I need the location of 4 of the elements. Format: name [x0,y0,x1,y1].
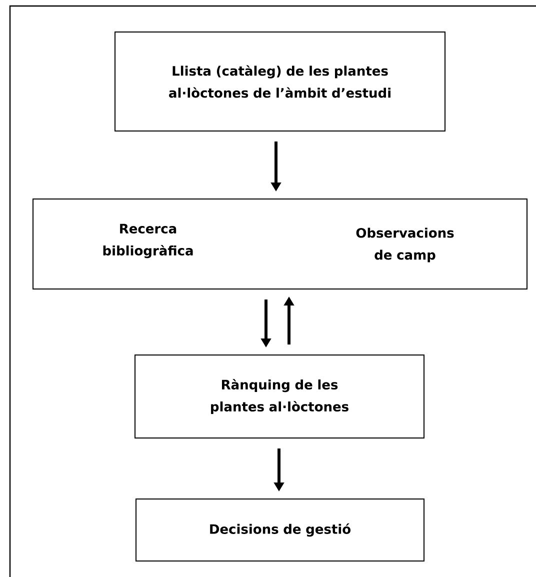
process-box: Rànquing de les plantes al·lòctones [134,354,424,438]
process-box: Llista (catàleg) de les plantes al·lòctones de l’àmbit d’estudi [114,32,446,132]
process-box: Recerca bibliogràfica Observacions de camp [32,198,528,290]
process-box: Decisions de gestió [136,498,424,562]
